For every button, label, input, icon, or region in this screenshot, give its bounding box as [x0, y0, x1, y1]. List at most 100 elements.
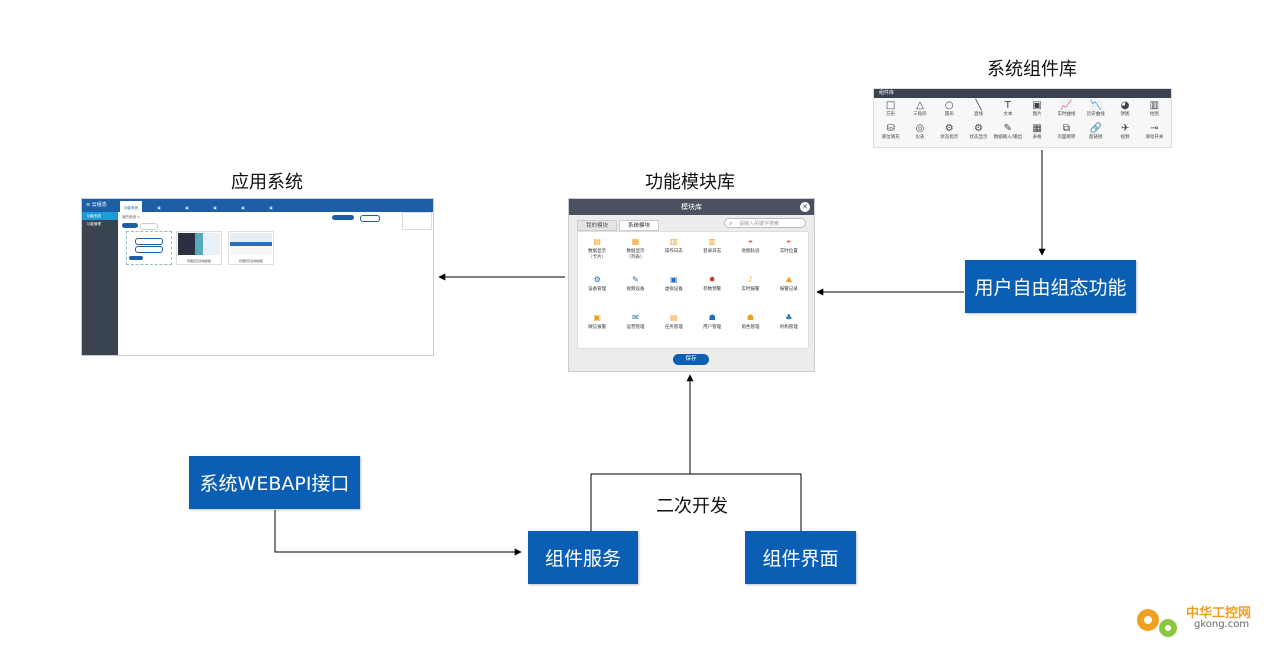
module-item-icon: ▣ [593, 313, 601, 322]
app-tab-5[interactable]: ▣ [269, 206, 273, 210]
module-item-icon: ▣ [670, 275, 678, 284]
component-item-icon: ▣ [1032, 100, 1042, 111]
module-item[interactable]: ⛰报警记录 [770, 274, 808, 312]
module-item[interactable]: ⚙设备管理 [578, 274, 616, 312]
app-new-button[interactable] [332, 215, 354, 220]
module-item[interactable]: ✹ 参数预警 [693, 274, 731, 312]
component-item[interactable]: ⧉页面跳转 [1052, 123, 1081, 146]
app-tab-2[interactable]: ▣ [185, 206, 189, 210]
app-tab-pill-0[interactable] [122, 223, 138, 228]
module-item-label: 数据显示 （列表） [626, 249, 645, 260]
component-item[interactable]: ◎仪表 [905, 123, 934, 146]
component-item[interactable]: △三角形 [905, 100, 934, 123]
module-item-icon: ⌖ [748, 237, 753, 246]
component-item[interactable]: ▥柱图 [1140, 100, 1169, 123]
module-item-label: 任务管理 [664, 325, 683, 330]
module-item[interactable]: ▥登录日志 [693, 236, 731, 274]
component-item[interactable]: ⛁液位填充 [876, 123, 905, 146]
component-item[interactable]: ✈视频 [1110, 123, 1139, 146]
module-item-icon: ▦ [631, 237, 640, 246]
app-tab-3[interactable]: ▣ [213, 206, 217, 210]
component-item[interactable]: 📉历史曲线 [1081, 100, 1110, 123]
component-item[interactable]: ◕饼图 [1110, 100, 1139, 123]
close-icon[interactable]: ✕ [800, 202, 810, 212]
component-item[interactable]: ○圆形 [935, 100, 964, 123]
module-item[interactable]: ✉运营管理 [616, 312, 654, 350]
app-side-item-1[interactable]: 功能管理 [87, 222, 101, 226]
component-item-label: 视频 [1120, 135, 1130, 140]
module-item[interactable]: ✎视频设备 [616, 274, 654, 312]
module-item-label: 操作日志 [664, 249, 683, 254]
module-item-icon: ✉ [632, 313, 639, 322]
module-item[interactable]: ▣微信报警 [578, 312, 616, 350]
component-item-icon: ⚙ [944, 123, 954, 134]
app-card-template-2[interactable]: 管理员及系统模板 [228, 231, 274, 265]
module-item[interactable]: ⌖ 实时位置 [770, 236, 808, 274]
component-item[interactable]: ⚙状态显示 [964, 123, 993, 146]
watermark-url: gkong.com [1194, 619, 1250, 630]
component-item-label: 方形 [886, 112, 896, 117]
app-user-dropdown[interactable] [402, 212, 432, 230]
component-item[interactable]: ╲直线 [964, 100, 993, 123]
module-item[interactable]: ♪实时报警 [731, 274, 769, 312]
component-item-icon: 📈 [1060, 100, 1073, 111]
app-tab-4[interactable]: ▣ [241, 206, 245, 210]
module-library-dialog: 模块库 ✕ 我的模块 系统模块 ⌕ 请输入关键字搜索 ▤数据显示 （卡片）▦数据… [568, 198, 815, 372]
save-button[interactable]: 保存 [673, 354, 709, 365]
module-item-icon: ✹ [708, 275, 716, 284]
component-item[interactable]: ⚙状态指示 [935, 123, 964, 146]
watermark-cn: 中华工控网 [1186, 606, 1252, 621]
app-tab-1[interactable]: ▣ [157, 206, 161, 210]
modlib-tabs: 我的模块 系统模块 [577, 220, 661, 231]
component-item-label: 饼图 [1120, 112, 1130, 117]
module-item-icon: ✎ [632, 275, 639, 284]
app-main: 我的系统 > 管理员及系统模板 管理员及系统模板 [118, 212, 433, 355]
component-item-icon: ⚙ [974, 123, 984, 134]
app-card-button-3[interactable] [129, 256, 143, 260]
gear-logo-icon [1137, 609, 1177, 637]
app-card-button-1[interactable] [135, 238, 163, 245]
module-item[interactable]: ⌖地图轨迹 [731, 236, 769, 274]
app-card-template-1[interactable]: 管理员及系统模板 [176, 231, 222, 265]
app-card-new[interactable] [126, 231, 172, 265]
module-item[interactable]: ♣机构管理 [770, 312, 808, 350]
component-item[interactable]: ⊸滑动开关 [1140, 123, 1169, 146]
modlib-tab-mine[interactable]: 我的模块 [577, 220, 618, 231]
modlib-search-input[interactable]: ⌕ 请输入关键字搜索 [724, 218, 806, 228]
module-item[interactable]: ▣虚拟设备 [655, 274, 693, 312]
module-item[interactable]: ▥操作日志 [655, 236, 693, 274]
component-item[interactable]: □方形 [876, 100, 905, 123]
component-item-icon: ▥ [1149, 100, 1160, 111]
arrow-webapi-to-service [274, 510, 522, 556]
module-item[interactable]: ☗角色管理 [731, 312, 769, 350]
app-tab-0[interactable]: 功能系统 [120, 201, 142, 212]
module-item-label: 角色管理 [741, 325, 760, 330]
app-tab-pill-1[interactable] [140, 223, 158, 230]
component-item[interactable]: ✎数据输入/输出 [993, 123, 1023, 146]
component-item-label: 历史曲线 [1086, 112, 1105, 117]
component-item-icon: ✈ [1120, 123, 1130, 134]
component-item[interactable]: 📈实时曲线 [1052, 100, 1081, 123]
module-item[interactable]: ▦ 数据显示 （列表） [616, 236, 654, 274]
module-item-icon: ⌖ [786, 237, 792, 246]
module-item-label: 参数预警 [703, 287, 722, 292]
app-import-button[interactable] [360, 215, 380, 222]
modlib-tab-system[interactable]: 系统模块 [619, 220, 660, 231]
app-card-button-2[interactable] [135, 246, 163, 253]
component-item[interactable]: ▣图片 [1022, 100, 1051, 123]
app-card-image-1 [178, 233, 220, 255]
module-item[interactable]: ▤数据显示 （卡片） [578, 236, 616, 274]
application-system-screenshot: ≡ 云组态 功能系统 ▣ ▣ ▣ ▣ ▣ 功能系统 功能管理 我的系统 > 管理… [81, 198, 434, 356]
module-item[interactable]: ▤任务管理 [655, 312, 693, 350]
module-item[interactable]: ☗用户管理 [693, 312, 731, 350]
component-item-label: 三角形 [913, 112, 927, 117]
module-item-label: 实时位置 [779, 249, 798, 254]
component-item[interactable]: 🔗超链接 [1081, 123, 1110, 146]
component-item-icon: 🔗 [1089, 123, 1102, 134]
app-card-caption-1: 管理员及系统模板 [186, 259, 211, 263]
component-item[interactable]: ▦表格 [1022, 123, 1051, 146]
app-side-item-0[interactable]: 功能系统 [82, 212, 118, 220]
